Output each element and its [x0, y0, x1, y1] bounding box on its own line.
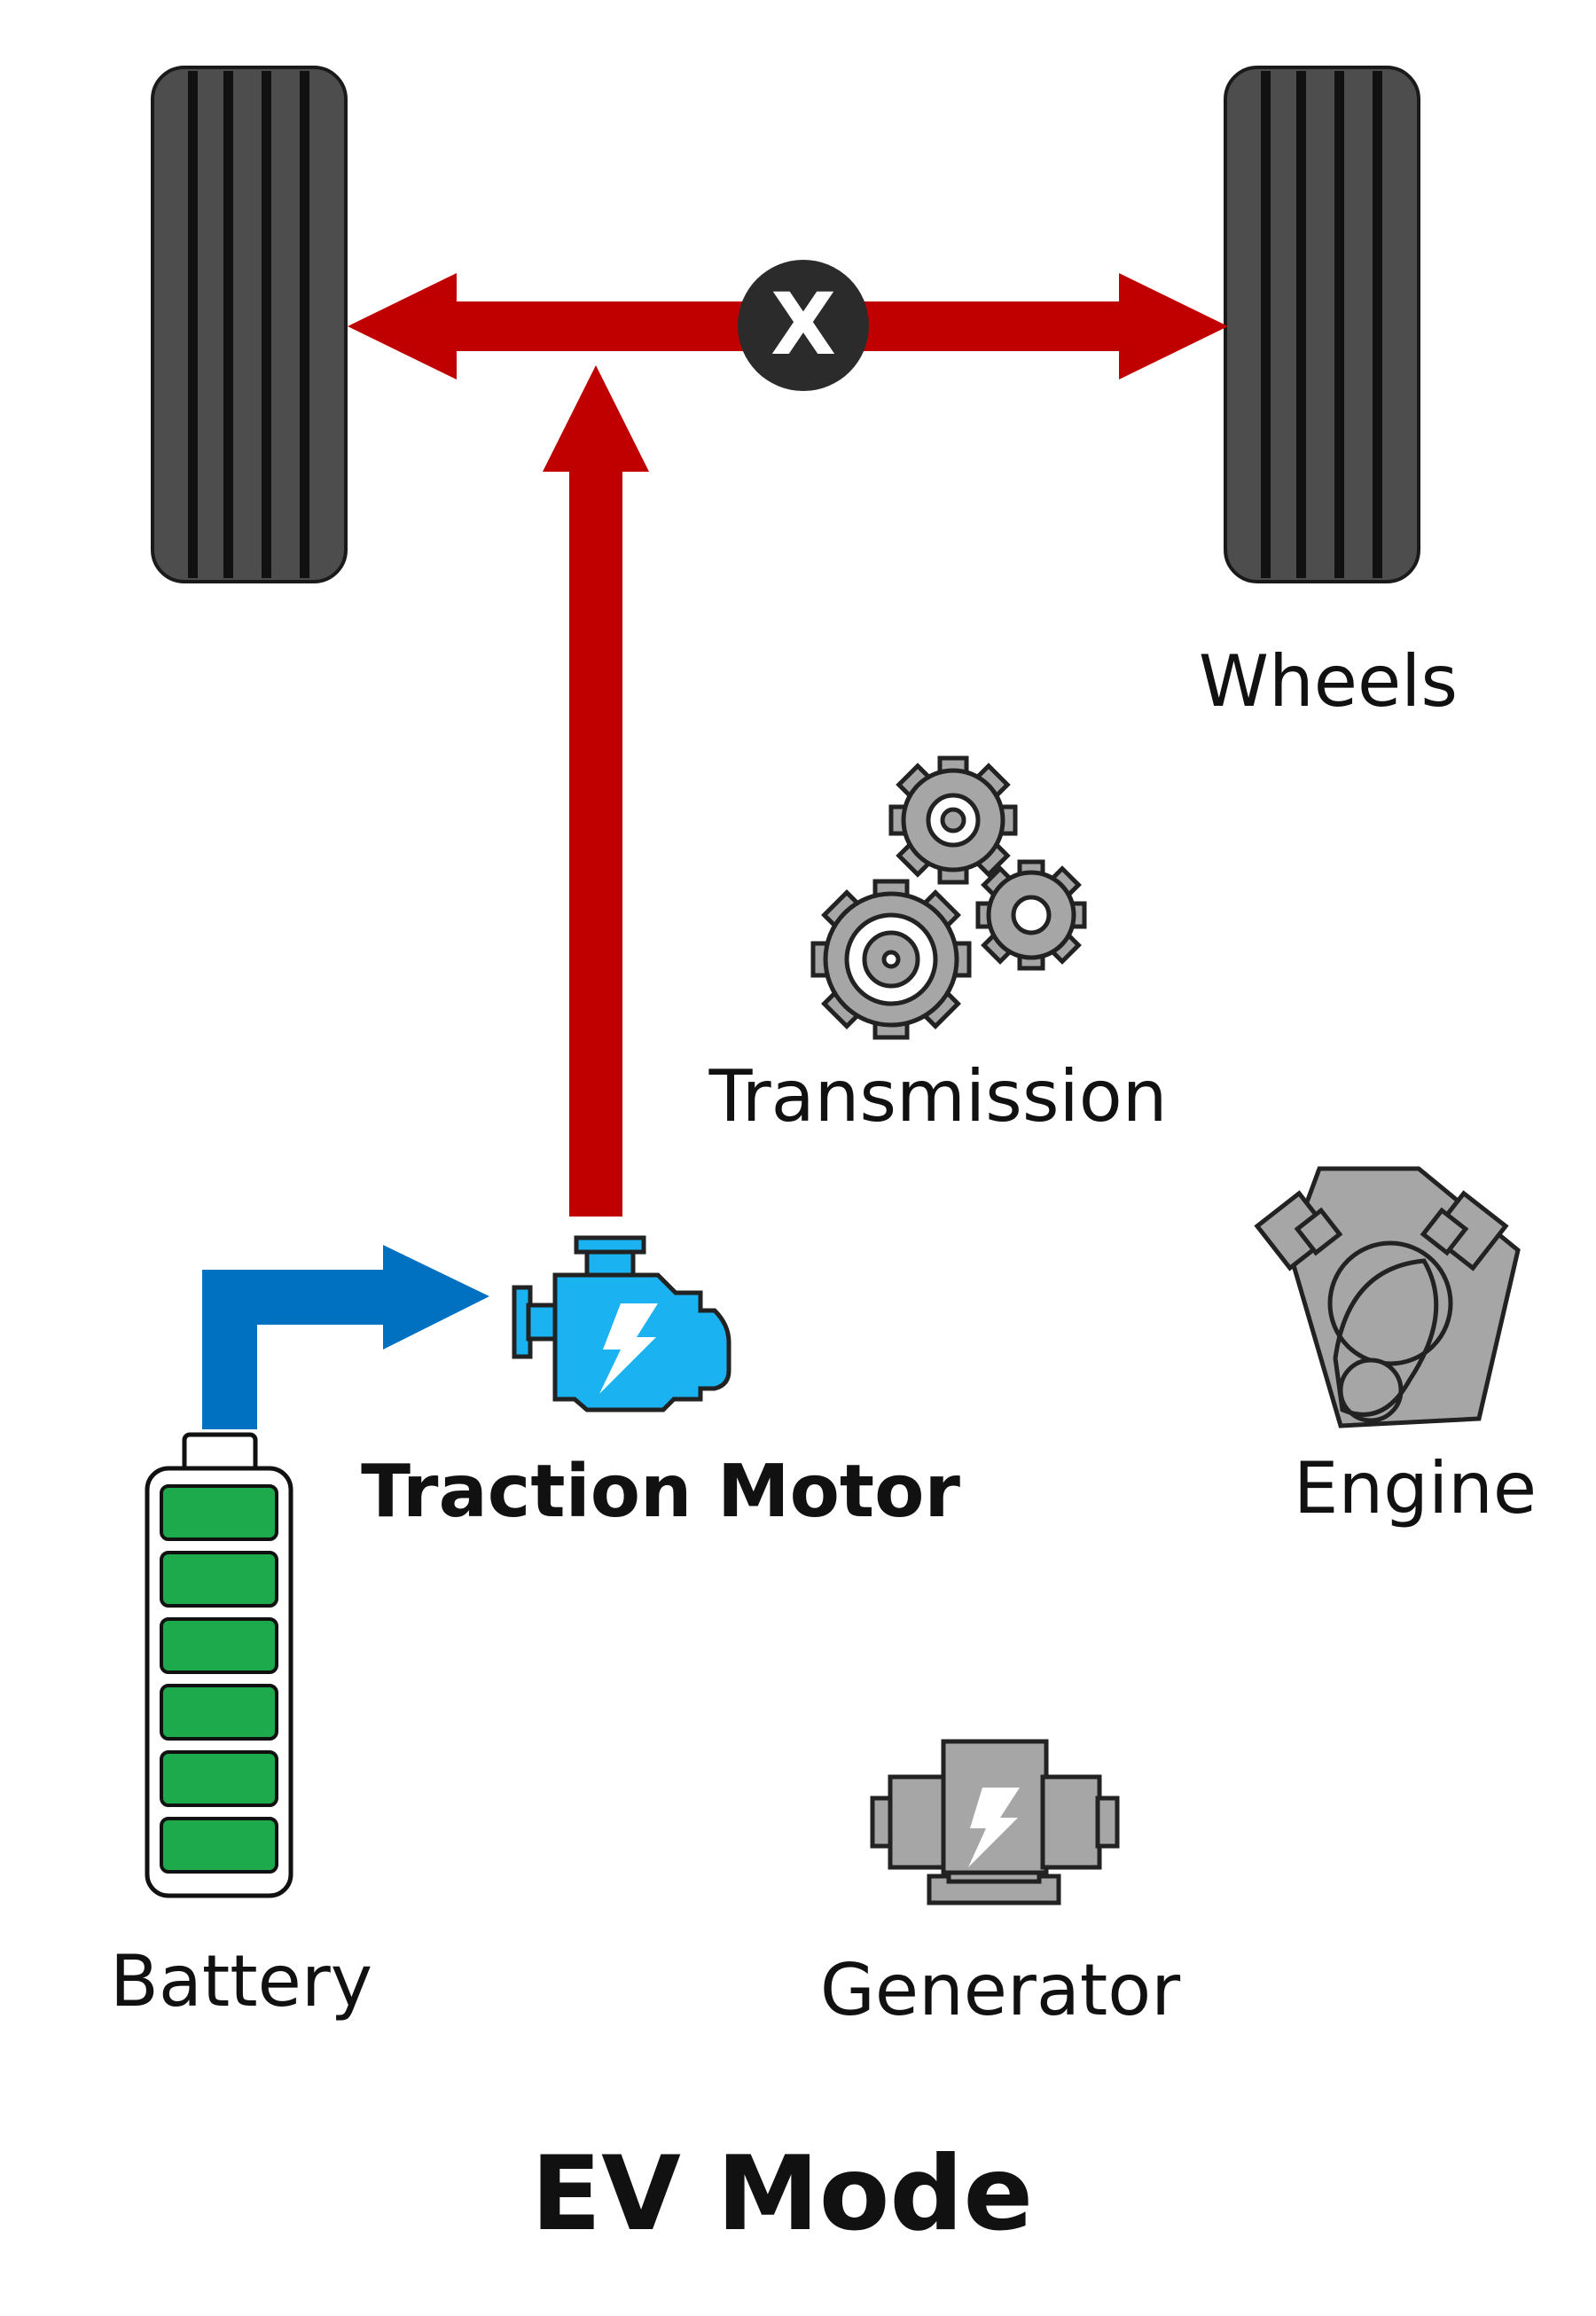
engine-label: Engine [1294, 1447, 1537, 1530]
right-wheel-icon [1224, 66, 1420, 583]
battery-cell [160, 1551, 278, 1608]
battery-cell [160, 1617, 278, 1674]
differential-marker: X [738, 260, 869, 391]
generator-icon [870, 1739, 1120, 1905]
generator-label: Generator [820, 1949, 1180, 2031]
engine-icon [1254, 1166, 1521, 1428]
battery-icon [145, 1432, 293, 1898]
battery-cell [160, 1817, 278, 1874]
mode-title: EV Mode [531, 2134, 1033, 2254]
wheels-label: Wheels [1199, 640, 1458, 723]
battery-cell [160, 1750, 278, 1807]
battery-cell [160, 1484, 278, 1541]
differential-label: X [771, 275, 836, 374]
battery-label: Battery [110, 1940, 372, 2023]
motor-to-axle-arrow [543, 365, 649, 1217]
battery-cell [160, 1684, 278, 1741]
gears-icon [810, 755, 1087, 1040]
left-wheel-icon [151, 66, 348, 583]
traction-motor-label: Traction Motor [361, 1450, 960, 1534]
electric-motor-icon [512, 1235, 732, 1412]
transmission-label: Transmission [708, 1055, 1168, 1138]
battery-to-motor-arrow [202, 1245, 489, 1429]
